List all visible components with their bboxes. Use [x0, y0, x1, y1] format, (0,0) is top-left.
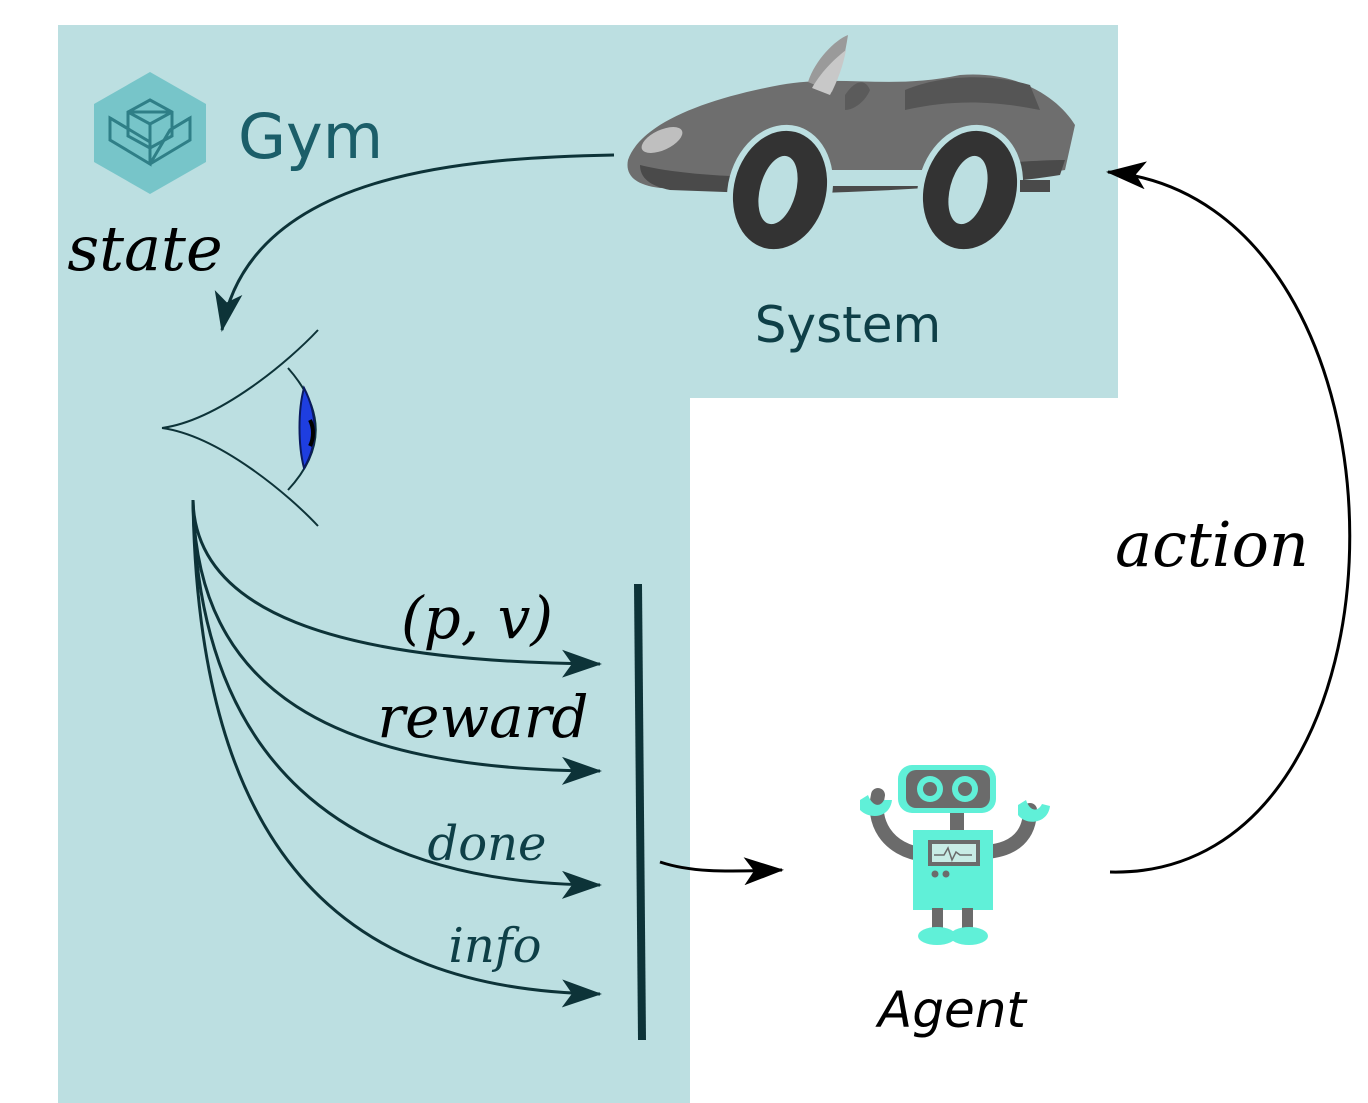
gym-hexagon-icon — [94, 72, 206, 194]
robot-icon — [860, 765, 1050, 945]
action-label: action — [1115, 508, 1309, 581]
observation-bar — [634, 583, 646, 1041]
car-icon — [627, 35, 1075, 256]
state-arrow — [214, 153, 615, 332]
action-arrow — [1106, 161, 1352, 874]
gym-logo: Gym — [94, 72, 383, 194]
obs-label-reward: reward — [377, 683, 588, 751]
obs-label-info: info — [449, 918, 542, 974]
obs-arrow-info — [191, 499, 602, 1008]
obs-label-done: done — [428, 816, 547, 872]
system-label: System — [755, 296, 941, 354]
gym-logo-text: Gym — [238, 100, 383, 173]
state-label: state — [67, 212, 222, 285]
to-agent-arrow — [659, 857, 784, 886]
observation-arrows — [191, 499, 602, 1008]
agent-label: Agent — [875, 981, 1028, 1039]
obs-arrow-reward — [191, 499, 602, 785]
obs-arrow-pv — [191, 499, 602, 678]
environment-panel — [58, 25, 1118, 1103]
obs-arrow-done — [191, 499, 602, 899]
eye-icon — [161, 329, 319, 527]
obs-label-pv: (p, v) — [401, 584, 553, 652]
